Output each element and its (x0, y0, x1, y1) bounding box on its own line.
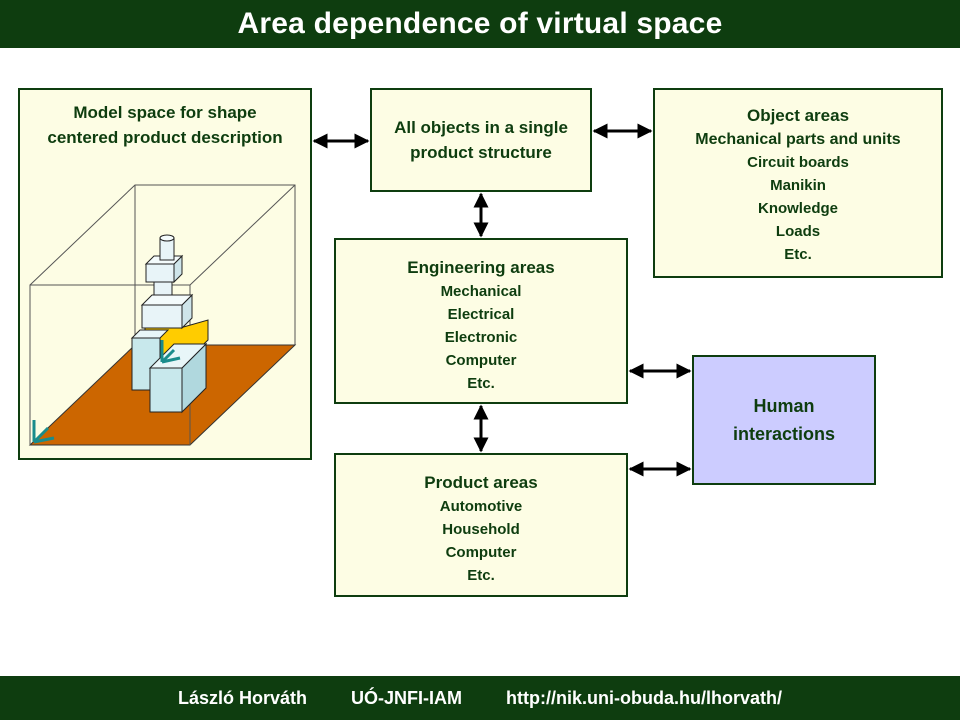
product-areas-item: Etc. (467, 567, 495, 584)
part-middle-box-top (140, 294, 194, 306)
engineering-areas-heading: Engineering areas (407, 258, 555, 277)
engineering-areas-item: Mechanical (440, 283, 522, 300)
page-title: Area dependence of virtual space (237, 7, 723, 40)
all-objects-box: All objects in a single product structur… (370, 88, 592, 192)
model-space-box: Model space for shape centered product d… (18, 88, 312, 460)
engineering-areas-item: Electronic (444, 329, 518, 346)
human-interactions-box: Human interactions (692, 355, 876, 485)
world-axes-icon (32, 420, 55, 444)
human-interactions-label: Human interactions (732, 396, 836, 444)
cube-top-edge (189, 184, 296, 286)
engineering-areas-item: Etc. (467, 375, 495, 392)
object-areas-item: Knowledge (757, 200, 838, 217)
part-axes-icon (160, 340, 181, 364)
title-bar: Area dependence of virtual space (0, 0, 960, 48)
object-areas-item: Mechanical parts and units (695, 131, 901, 148)
object-areas-item: Loads (775, 223, 821, 240)
engineering-areas-item: Electrical (447, 306, 515, 323)
object-areas-item: Etc. (784, 246, 812, 263)
product-areas-item: Household (442, 521, 520, 538)
object-areas-item: Circuit boards (747, 154, 849, 171)
model-space-label: Model space for shape centered product d… (47, 103, 283, 147)
product-areas-item: Automotive (439, 498, 523, 515)
footer-institute: UÓ-JNFI-IAM (351, 687, 463, 708)
product-areas-heading: Product areas (424, 473, 538, 492)
engineering-areas-box: Engineering areas Mechanical Electrical … (334, 238, 628, 404)
product-areas-box: Product areas Automotive Household Compu… (334, 453, 628, 597)
cube-back-edges (29, 184, 296, 345)
footer-author: László Horváth (178, 687, 308, 708)
object-areas-item: Manikin (770, 177, 826, 194)
object-areas-heading: Object areas (746, 106, 850, 125)
part-left-block-top (130, 329, 170, 339)
footer-bar: László Horváth UÓ-JNFI-IAM http://nik.un… (0, 676, 960, 720)
product-areas-item: Computer (445, 544, 517, 561)
all-objects-label: All objects in a single product structur… (394, 118, 568, 162)
object-areas-box: Object areas Mechanical parts and units … (653, 88, 943, 278)
engineering-areas-item: Computer (445, 352, 517, 369)
model-space-illustration (28, 184, 297, 446)
footer-url[interactable]: http://nik.uni-obuda.hu/lhorvath/ (506, 687, 782, 708)
part-cylinder-cap (159, 234, 175, 242)
